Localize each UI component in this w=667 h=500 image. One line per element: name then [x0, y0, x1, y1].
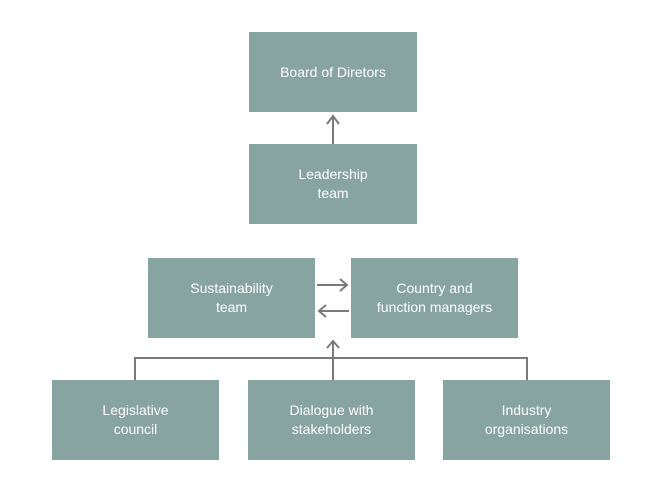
node-legislative-council: Legislative council	[52, 380, 219, 460]
arrowhead-up-country	[326, 339, 340, 349]
node-label: Board of Diretors	[280, 63, 386, 80]
node-label: Country and function managers	[376, 280, 493, 315]
bottom-bracket	[134, 357, 528, 380]
node-label: Dialogue with stakeholders	[289, 402, 374, 437]
arrowhead-board	[326, 114, 340, 125]
node-label: Leadership team	[298, 166, 368, 201]
node-board-of-directors: Board of Diretors	[249, 32, 417, 112]
arrowhead-country	[339, 278, 349, 292]
node-country-function-managers: Country and function managers	[351, 258, 518, 338]
node-label: Legislative council	[102, 402, 169, 437]
node-label: Industry organisations	[484, 402, 569, 437]
node-dialogue-with-stakeholders: Dialogue with stakeholders	[248, 380, 415, 460]
node-label: Sustainability team	[190, 280, 273, 315]
arrowhead-sustainability	[317, 304, 327, 318]
node-industry-organisations: Industry organisations	[443, 380, 610, 460]
node-sustainability-team: Sustainability team	[148, 258, 315, 338]
node-leadership-team: Leadership team	[249, 144, 417, 224]
